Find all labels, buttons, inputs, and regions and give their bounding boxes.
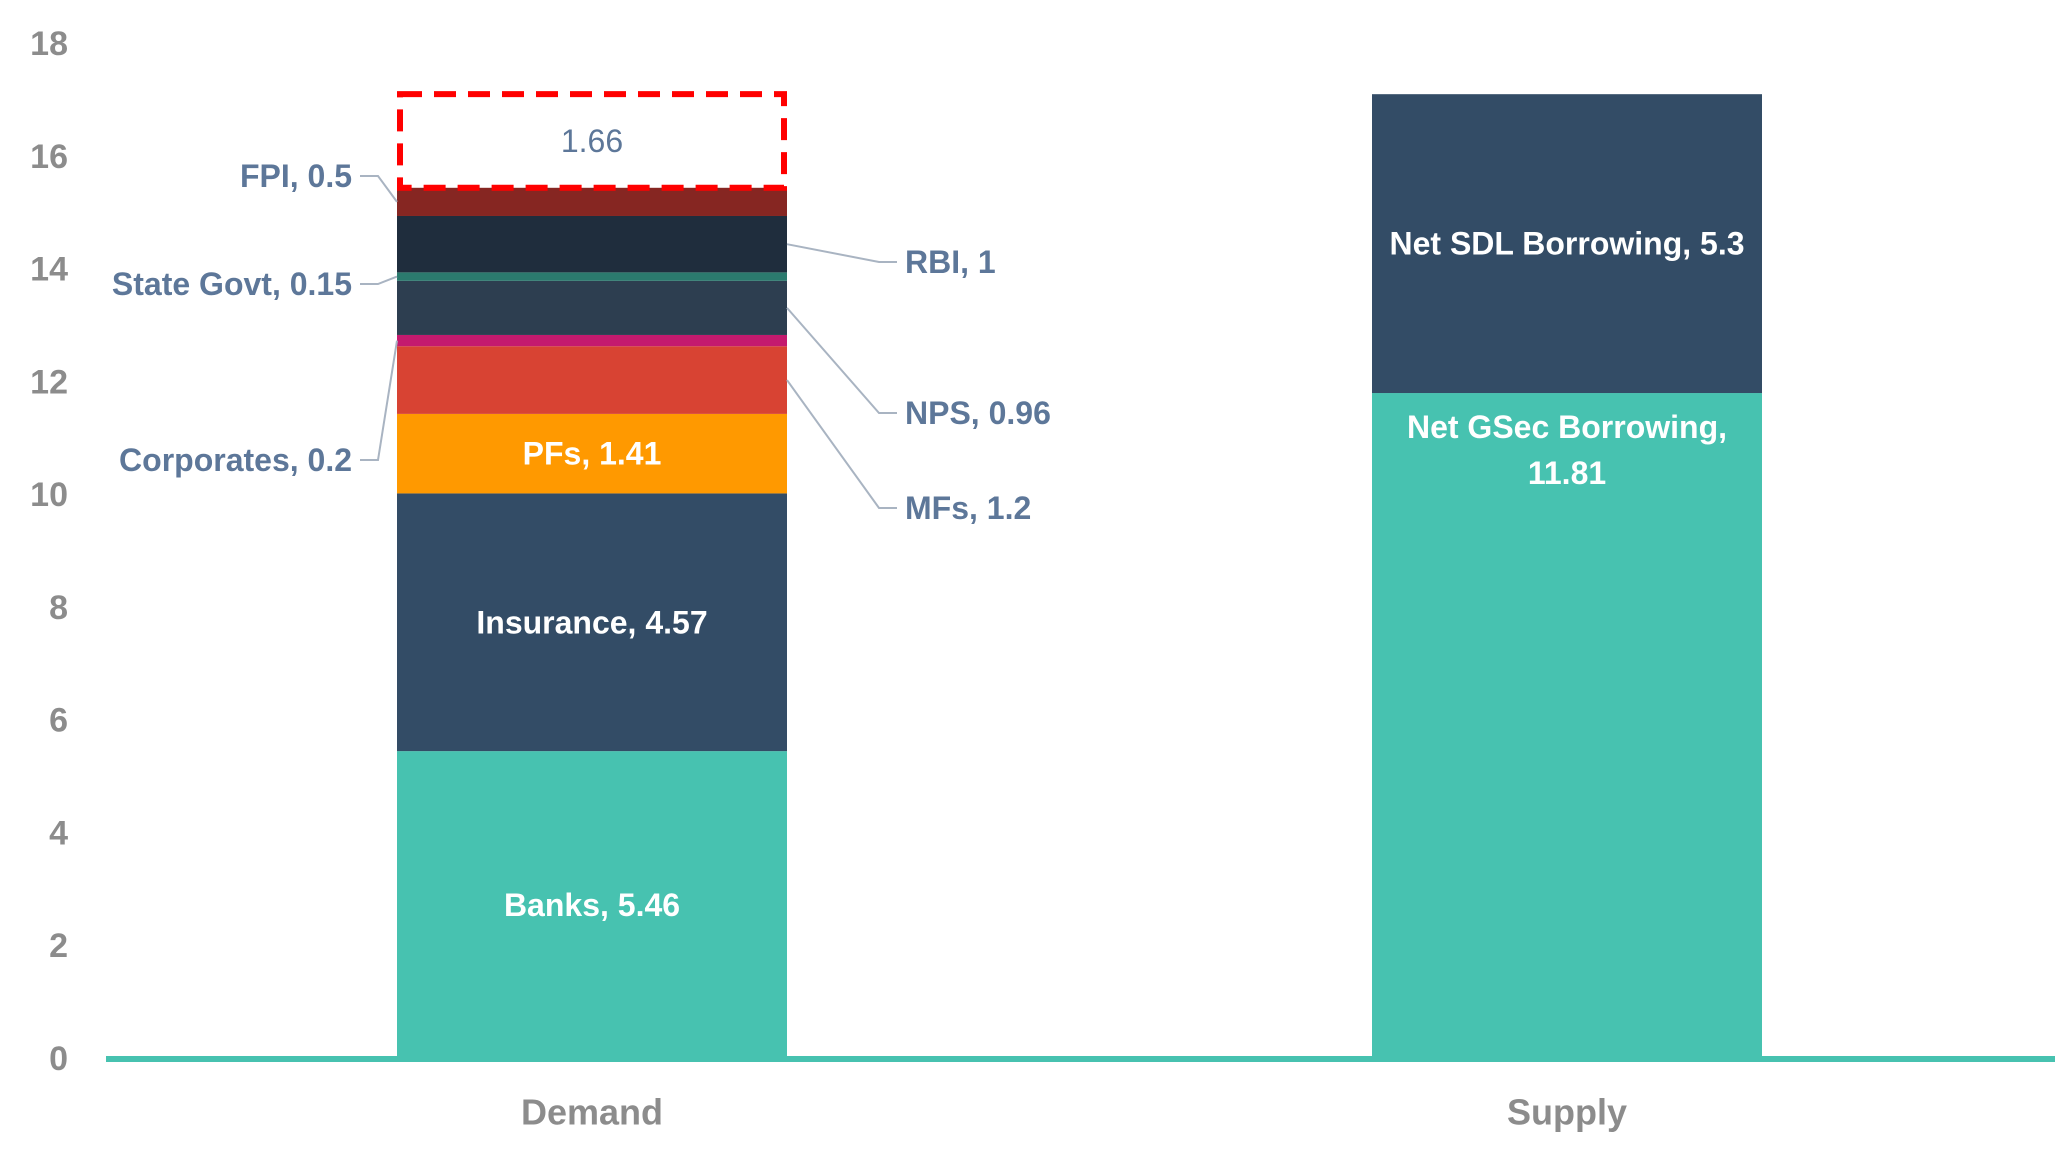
y-axis-ticks: 0 2 4 6 8 10 12 14 16 18 (30, 25, 68, 1078)
bar-segment-demand-fpi-0-5 (397, 187, 787, 216)
data-label-demand-corporates-0-2: Corporates, 0.2 (119, 442, 352, 478)
data-label-supply-net-gsec-borrowing-11-81: Net GSec Borrowing,11.81 (1407, 409, 1727, 491)
data-label-demand-state-govt-0-15: State Govt, 0.15 (112, 266, 352, 302)
bar-segment-demand-rbi-1 (397, 215, 787, 273)
leader-demand-corporates-0-2 (360, 340, 398, 461)
y-tick-label-10: 10 (30, 476, 68, 514)
bar-segment-supply-net-sdl-borrowing-5-3 (1372, 94, 1762, 394)
bar-segment-demand-mfs-1-2 (397, 346, 787, 414)
bar-segment-supply-net-gsec-borrowing-11-81 (1372, 393, 1762, 1059)
bars (397, 91, 1762, 1059)
leader-demand-state-govt-0-15 (360, 275, 398, 285)
leader-lines (360, 175, 897, 509)
y-tick-label-0: 0 (49, 1040, 68, 1078)
leader-demand-fpi-0-5 (360, 175, 398, 203)
category-label-demand: Demand (521, 1092, 663, 1133)
data-label-demand-insurance-4-57: Insurance, 4.57 (476, 604, 707, 640)
y-tick-label-12: 12 (30, 363, 68, 401)
data-label-demand-rbi-1: RBI, 1 (905, 244, 996, 280)
bar-segment-demand-nps-0-96 (397, 280, 787, 335)
data-label-demand-mfs-1-2: MFs, 1.2 (905, 490, 1031, 526)
data-labels: Banks, 5.46 Insurance, 4.57 PFs, 1.41MFs, … (112, 123, 1745, 923)
data-label-demand-banks-5-46: Banks, 5.46 (504, 887, 680, 923)
y-tick-label-4: 4 (49, 814, 68, 852)
category-label-supply: Supply (1507, 1092, 1627, 1133)
category-labels: Demand Supply (521, 1092, 1627, 1133)
data-label-demand-nps-0-96: NPS, 0.96 (905, 395, 1051, 431)
leader-demand-mfs-1-2 (786, 379, 897, 509)
bar-segment-demand-corporates-0-2 (397, 334, 787, 347)
data-label-demand-fpi-0-5: FPI, 0.5 (240, 158, 352, 194)
y-tick-label-14: 14 (30, 251, 68, 289)
leader-demand-nps-0-96 (786, 307, 897, 414)
bar-segment-demand-state-govt-0-15 (397, 272, 787, 281)
y-tick-label-8: 8 (49, 589, 68, 627)
leader-demand-rbi-1 (786, 243, 897, 263)
data-label-gap: 1.66 (561, 123, 623, 159)
y-tick-label-16: 16 (30, 138, 68, 176)
y-tick-label-18: 18 (30, 25, 68, 63)
y-tick-label-2: 2 (49, 927, 68, 965)
bar-segment-demand-banks-5-46 (397, 751, 787, 1059)
data-label-supply-net-sdl-borrowing-5-3: Net SDL Borrowing, 5.3 (1389, 226, 1744, 262)
bar-segment-demand-pfs-1-41 (397, 413, 787, 494)
y-tick-label-6: 6 (49, 702, 68, 740)
data-label-demand-pfs-1-41: PFs, 1.41 (523, 436, 662, 472)
bar-segment-demand-insurance-4-57 (397, 493, 787, 752)
bar-gap-demand-1-66 (397, 91, 787, 191)
